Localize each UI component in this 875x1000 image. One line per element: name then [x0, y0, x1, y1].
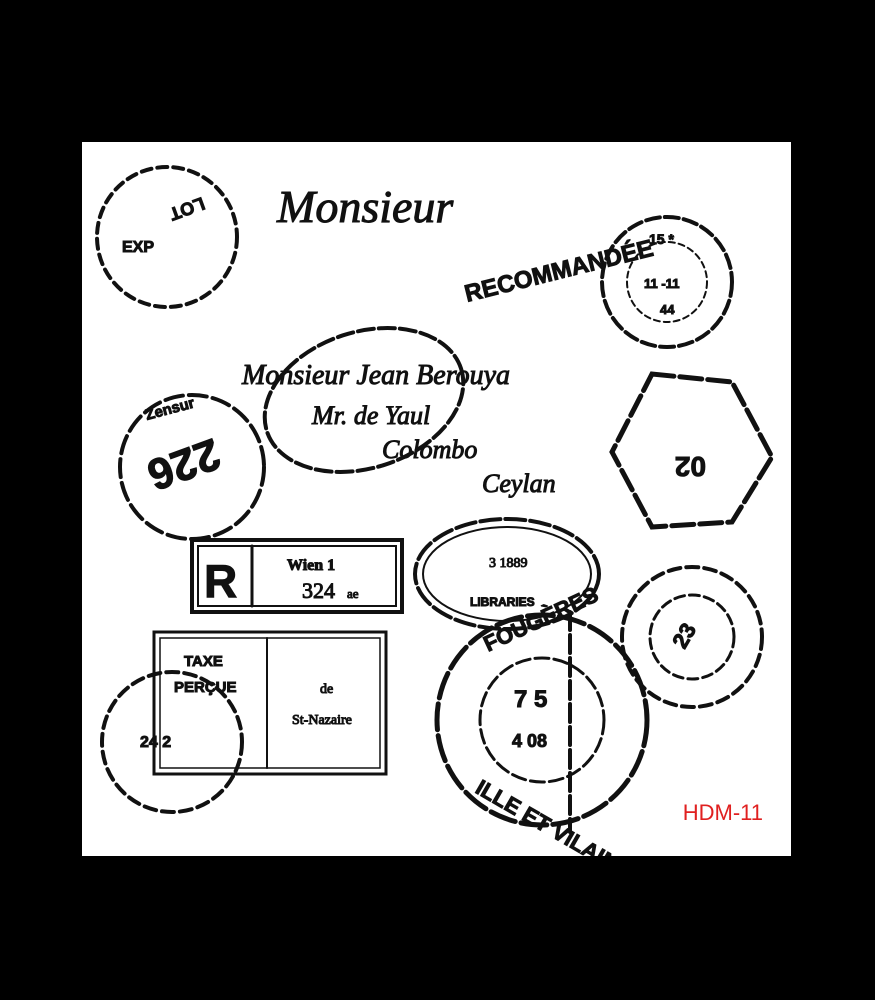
address-line1: Monsieur Jean Berouya	[241, 360, 510, 391]
fougeres-digits: 7 5	[514, 686, 547, 713]
zensur-number: 226	[141, 429, 227, 500]
fougeres-ring-top: FOUGÈRES	[480, 582, 602, 657]
la-baule-line3: 44	[660, 302, 675, 317]
loire-digits: 24 2	[140, 734, 171, 751]
svg-text:LOT: LOT	[167, 193, 208, 224]
wien-city: Wien 1	[287, 557, 335, 574]
taxe-percue-box: TAXE PERÇUE de St-Nazaire	[152, 630, 388, 776]
svg-text:EXP: EXP	[122, 239, 154, 256]
taxe-city: St-Nazaire	[292, 713, 352, 728]
libraries-oval-stamp: 3 1889 LIBRARIES	[413, 517, 601, 631]
address-line4: Ceylan	[482, 469, 556, 498]
stencil-panel: LOT EXP Monsieur RECOMMANDÉE 15 * 11 -11…	[82, 142, 791, 856]
la-baule-line1: 15 *	[649, 231, 674, 247]
address-line3: Colombo	[382, 435, 477, 464]
monsieur-script: Monsieur	[276, 181, 454, 232]
fougeres-digits2: 4 08	[512, 731, 547, 751]
wien-number: 324	[302, 578, 335, 603]
recommandee-stamp: RECOMMANDÉE	[462, 234, 656, 308]
libraries-label: LIBRARIES	[470, 595, 535, 609]
product-code: HDM-11	[682, 800, 763, 825]
paq-number: 23	[667, 619, 701, 653]
hexagon-number: 02	[675, 451, 706, 482]
oval-postmark	[262, 326, 466, 474]
loire-postmark: 24 2	[100, 670, 244, 814]
la-baule-postmark: 15 * 11 -11 44	[600, 215, 734, 349]
postmark-top-left: LOT EXP	[95, 165, 239, 309]
hexagon-postmark: 02	[609, 371, 775, 530]
stencil-artwork: LOT EXP Monsieur RECOMMANDÉE 15 * 11 -11…	[95, 165, 775, 856]
wien-r: R	[204, 555, 237, 607]
wien-suffix: ae	[347, 586, 359, 601]
address-line2: Mr. de Yaul	[311, 401, 430, 430]
paq-postmark: 23	[620, 565, 764, 709]
libraries-year: 3 1889	[489, 556, 528, 571]
zensur-postmark: Zensur 226	[118, 393, 266, 541]
taxe-label: TAXE	[184, 653, 223, 670]
wien-registration-label: R Wien 1 324 ae	[190, 538, 404, 614]
la-baule-line2: 11 -11	[644, 276, 679, 291]
taxe-de: de	[320, 682, 333, 697]
